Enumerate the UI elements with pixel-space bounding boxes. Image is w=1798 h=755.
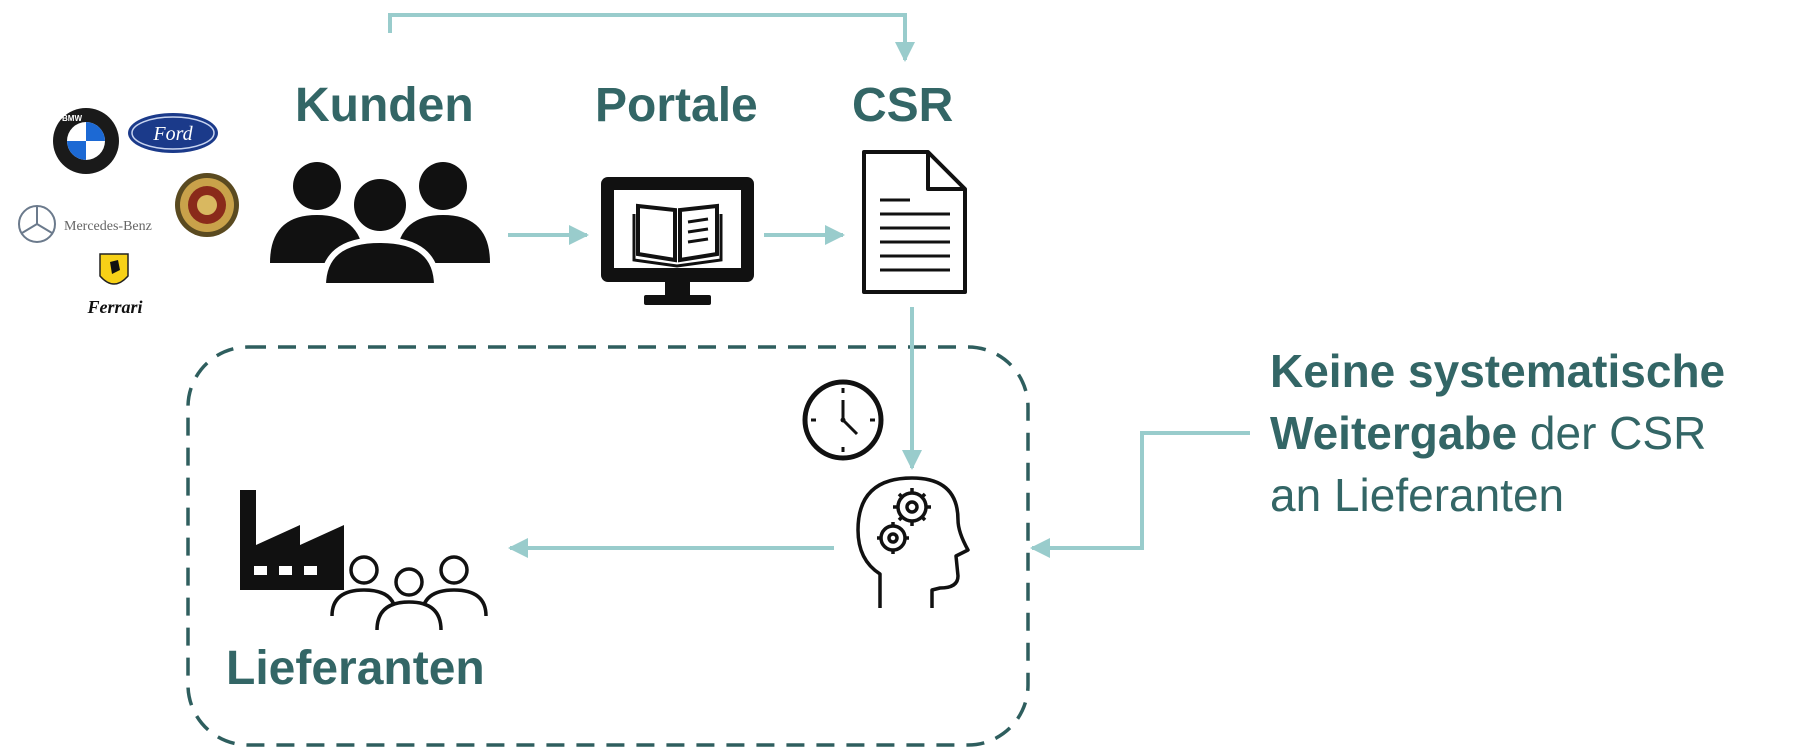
kunden-label: Kunden <box>295 79 474 132</box>
csr-label: CSR <box>852 79 954 132</box>
note-line2-rest: der CSR <box>1517 407 1707 459</box>
note-line-2: Weitergabe der CSR <box>1270 402 1725 464</box>
note-text: Keine systematische Weitergabe der CSR a… <box>1270 340 1725 526</box>
note-to-boundary-arrow <box>1030 431 1250 558</box>
monitor-book-icon <box>601 177 754 305</box>
bmw-logo-icon: BMW <box>53 108 119 174</box>
chrysler-logo-icon <box>175 173 239 237</box>
note-line-3: an Lieferanten <box>1270 469 1565 521</box>
document-icon <box>862 150 967 294</box>
svg-text:Ferrari: Ferrari <box>86 297 142 317</box>
head-gears-icon <box>856 476 970 608</box>
lieferanten-label: Lieferanten <box>226 642 485 695</box>
note-line-1: Keine systematische <box>1270 340 1725 402</box>
svg-text:Mercedes-Benz: Mercedes-Benz <box>64 219 152 234</box>
connectors <box>388 13 1250 558</box>
ferrari-logo-icon: Ferrari <box>86 253 143 317</box>
ford-logo-icon: Ford <box>128 113 218 153</box>
mercedes-logo-icon: Mercedes-Benz <box>18 205 152 243</box>
svg-text:Ford: Ford <box>152 123 193 145</box>
feedback-arrow <box>388 13 915 62</box>
svg-text:BMW: BMW <box>62 114 82 123</box>
supplier-people-icon <box>330 555 488 631</box>
factory-icon <box>240 490 344 590</box>
note-line1-bold: Keine systematische <box>1270 345 1726 397</box>
note-line2-bold: Weitergabe <box>1270 407 1518 459</box>
people-group-icon <box>270 162 490 289</box>
supplier-boundary <box>186 345 1030 747</box>
clock-icon <box>802 379 884 461</box>
portale-label: Portale <box>595 79 758 132</box>
